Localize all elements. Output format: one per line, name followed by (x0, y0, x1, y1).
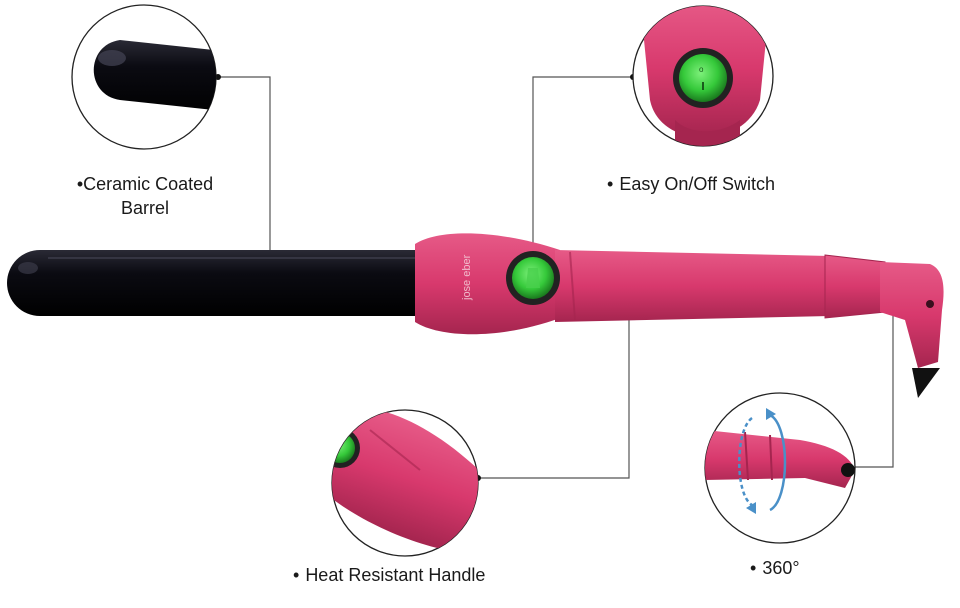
label-switch: •Easy On/Off Switch (607, 174, 776, 194)
label-swivel: •360° (750, 558, 800, 578)
rotate-arrow-icon (769, 413, 787, 512)
leader-line-handle (478, 320, 630, 479)
callout-switch-closeup: o (632, 5, 774, 147)
leader-lines (218, 76, 894, 479)
svg-text:o: o (699, 65, 704, 74)
brand-text: jose eber (461, 254, 473, 301)
swivel-end (880, 262, 944, 368)
callout-swivel-closeup (704, 392, 856, 544)
label-barrel-line2: Barrel (120, 198, 169, 218)
leader-line-switch (532, 76, 633, 262)
cord-tip (912, 368, 940, 398)
ceramic-barrel (7, 250, 430, 316)
handle-body (555, 250, 830, 322)
label-barrel-line1: Ceramic Coated (83, 174, 214, 194)
leader-line-barrel (218, 76, 271, 275)
callout-barrel-closeup (71, 4, 217, 150)
label-handle-text: Heat Resistant Handle (305, 565, 486, 585)
handle-grip (824, 254, 886, 319)
leader-line-swivel (852, 312, 894, 468)
callout-handle-closeup (331, 409, 479, 557)
label-switch-text: Easy On/Off Switch (619, 174, 776, 194)
label-swivel-text: 360° (762, 558, 800, 578)
label-handle: •Heat Resistant Handle (293, 565, 486, 585)
label-barrel: •Ceramic Coated Barrel (55, 172, 235, 220)
curling-iron: jose eber (7, 233, 944, 398)
